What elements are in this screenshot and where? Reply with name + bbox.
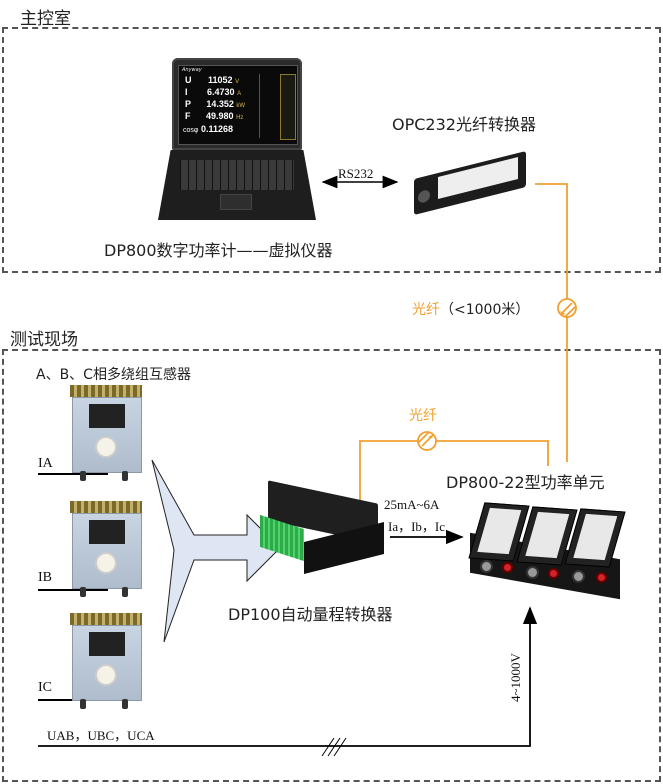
transformer-hole — [95, 552, 117, 574]
wheel — [80, 587, 86, 597]
module-label — [573, 513, 618, 561]
control-room-zone — [2, 27, 661, 273]
laptop-lid: Anyway U 11052 V I 6.4730 A P 14.352 kW … — [172, 58, 302, 150]
touchpad — [220, 194, 252, 210]
current-range-label: 25mA~6A — [384, 497, 440, 512]
reading-cos: cosφ 0.11268 — [183, 124, 233, 134]
transformers-caption: A、B、C相多绕组互感器 — [36, 367, 191, 383]
phase-label-ib: IB — [38, 570, 52, 585]
screen-divider — [259, 74, 260, 138]
voltage-range-label: 4~1000V — [508, 653, 523, 702]
test-site-title: 测试现场 — [10, 330, 78, 350]
dp100-caption: DP100自动量程转换器 — [228, 605, 393, 624]
control-room-title: 主控室 — [20, 9, 71, 29]
voltage-signals-label: UAB，UBC，UCA — [47, 728, 155, 743]
transformer-hole — [95, 664, 117, 686]
transformer-top — [70, 385, 142, 397]
opc232-connector — [418, 188, 430, 204]
test-site-zone — [2, 349, 661, 782]
transformer-hole — [95, 436, 117, 458]
rs232-label: RS232 — [338, 166, 374, 181]
wheel — [122, 587, 128, 597]
screen-side-buttons — [280, 74, 296, 140]
screen-brand: Anyway — [182, 67, 202, 73]
transformer-panel — [89, 404, 125, 428]
wheel — [122, 699, 128, 709]
connector-jack — [572, 570, 585, 583]
opc232-caption: OPC232光纤转换器 — [392, 115, 536, 134]
transformer-top — [70, 613, 142, 625]
transformer-c — [66, 613, 148, 709]
transformer-top — [70, 501, 142, 513]
reading-u: U 11052 V — [185, 75, 240, 85]
reading-i: I 6.4730 A — [185, 87, 242, 97]
transformer-body — [72, 625, 142, 701]
wheel — [80, 471, 86, 481]
wheel — [80, 699, 86, 709]
dp100-image — [258, 480, 388, 574]
fiber-icon-long — [557, 298, 577, 318]
fiber-short-label: 光纤 — [409, 408, 437, 424]
fiber-icon-short — [417, 431, 437, 451]
wheel — [122, 471, 128, 481]
transformer-panel — [89, 520, 125, 544]
transformer-b — [66, 501, 148, 597]
module-label — [525, 511, 570, 559]
red-jack — [596, 572, 607, 583]
reading-p: P 14.352 kW — [185, 99, 246, 109]
fiber-long-label: 光纤（<1000米） — [412, 302, 530, 318]
transformer-body — [72, 397, 142, 473]
module-label — [477, 507, 522, 555]
reading-f: F 49.980 Hz — [185, 111, 244, 121]
laptop-image: Anyway U 11052 V I 6.4730 A P 14.352 kW … — [150, 55, 322, 227]
phase-label-ia: IA — [38, 456, 53, 471]
laptop-caption: DP800数字功率计——虚拟仪器 — [104, 241, 333, 260]
red-jack — [548, 568, 559, 579]
laptop-screen: Anyway U 11052 V I 6.4730 A P 14.352 kW … — [178, 65, 298, 145]
current-signals-label: Ia，Ib，Ic — [388, 519, 446, 534]
red-jack — [502, 562, 513, 573]
connector-jack — [526, 566, 539, 579]
transformer-a — [66, 385, 148, 481]
keyboard — [180, 160, 294, 190]
connector-jack — [480, 560, 493, 573]
power-unit-image — [468, 496, 634, 600]
phase-label-ic: IC — [38, 680, 52, 695]
power-unit-caption: DP800-22型功率单元 — [446, 473, 605, 492]
merge-arrow — [151, 459, 281, 643]
laptop-base — [158, 150, 316, 220]
transformer-panel — [89, 632, 125, 656]
transformer-body — [72, 513, 142, 589]
